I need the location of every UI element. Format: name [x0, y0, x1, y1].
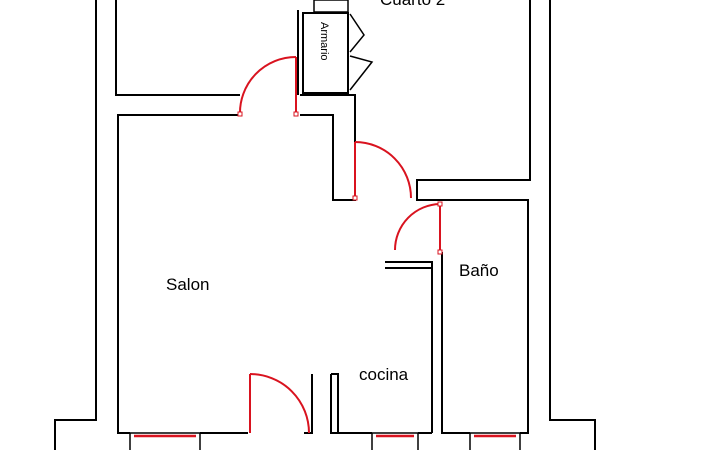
hinge-3: [352, 195, 358, 201]
bedroom-east-wall: [416, 0, 531, 201]
door-arc-entrance: [249, 373, 310, 434]
exterior-walls: [54, 0, 596, 450]
hinge-4: [437, 201, 443, 207]
kitchen-stub: [330, 373, 339, 434]
label-living-room: Salon: [166, 275, 209, 294]
door-arc-bathroom: [394, 203, 441, 251]
label-bedroom-2: Cuarto 2: [380, 0, 445, 9]
bathroom-east-wall: [440, 199, 529, 434]
interior-walls: [200, 10, 470, 434]
door-arc-living: [238, 56, 297, 116]
bath-west-wall: [441, 252, 470, 434]
wardrobe-door-upper: [349, 13, 365, 53]
label-bathroom: Baño: [459, 261, 499, 280]
living-west-wall: [117, 114, 240, 434]
doors: [238, 56, 441, 434]
label-kitchen: cocina: [359, 365, 409, 384]
west-inner-wall: [115, 0, 240, 96]
windows: [129, 432, 521, 450]
wardrobe-doors: [313, 0, 374, 91]
hinge-1: [237, 111, 243, 117]
corridor-wall-left: [300, 114, 356, 201]
door-hinges: [237, 111, 443, 255]
wardrobe-door-lower: [349, 55, 374, 91]
east-outer-wall: [549, 0, 596, 450]
label-wardrobe: Armario: [318, 22, 330, 61]
wardrobe-outline: [302, 12, 349, 94]
hinge-5: [437, 249, 443, 255]
corridor-wall-top: [300, 94, 356, 140]
wardrobe-door-top-frame: [313, 0, 349, 13]
hinge-2: [293, 111, 299, 117]
door-arc-corridor: [354, 141, 412, 199]
west-outer-wall: [54, 0, 97, 450]
kitchen-south-wall: [304, 374, 313, 434]
kitchen-bath-wall: [385, 261, 433, 433]
